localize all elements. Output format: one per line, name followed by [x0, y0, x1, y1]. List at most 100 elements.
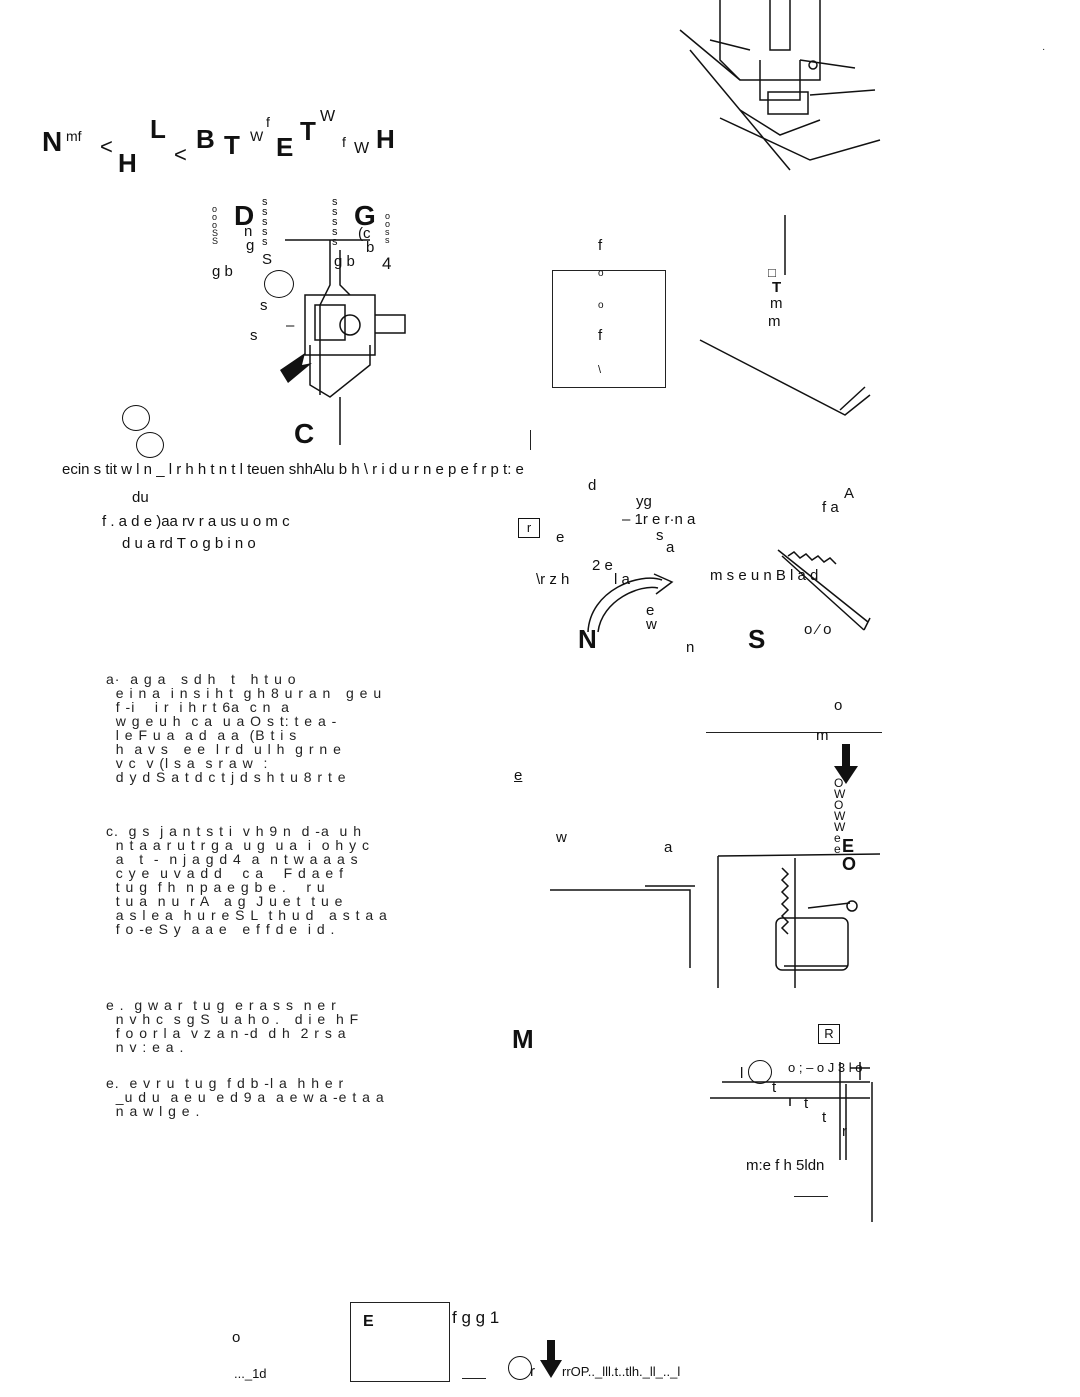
paragraph-a: a· a g a s d h t h t u o e i n a i n s i…: [106, 671, 383, 785]
label-fa: f a: [822, 499, 839, 516]
label-g: g: [246, 237, 255, 254]
label-4: 4: [382, 254, 392, 273]
tick-line: [530, 430, 531, 450]
step-box-R: R: [818, 1024, 840, 1044]
label-ew: e w: [646, 602, 657, 633]
label-D: D: [234, 200, 255, 231]
measure-figure: [710, 1062, 873, 1222]
label-frn: – 1r e r·n a: [622, 511, 696, 528]
heading-glyph: T: [224, 130, 240, 160]
label-box: □: [768, 265, 776, 280]
footer-fgg: f g g 1: [452, 1308, 500, 1327]
paragraph-e2: e. e v r u t u g f d b -l a h h e r _u d…: [106, 1075, 385, 1119]
curved-arrow-icon: [587, 573, 674, 633]
heading-glyph: <: [100, 134, 113, 159]
heading-glyph: E: [276, 132, 294, 162]
label-m: m: [768, 313, 781, 330]
label-f: f: [598, 327, 603, 344]
label-M: M: [512, 1024, 534, 1054]
heading-glyph: <: [174, 142, 187, 167]
heading-glyph: W: [320, 108, 336, 125]
seam-figure: [550, 853, 881, 988]
label-r: r: [842, 1123, 847, 1140]
footer-r: r: [530, 1363, 535, 1380]
label-S: S: [262, 251, 273, 268]
label-m: m: [770, 295, 783, 312]
label-dash: –: [286, 317, 295, 334]
label-w: w: [556, 829, 567, 846]
ocr-d-line: d u a rd T o g b i n o: [122, 535, 256, 552]
label-b: b: [366, 239, 375, 256]
circle-mark: [748, 1060, 772, 1084]
heading-glyph: T: [300, 116, 316, 146]
label-T: T: [772, 279, 782, 296]
folded-fabric-strip: [777, 549, 871, 631]
circle-mark: [264, 270, 294, 298]
label-s: s: [656, 527, 664, 544]
label-a: a: [666, 539, 675, 556]
label-gb-right: g b: [334, 253, 355, 270]
label-f: f: [598, 237, 603, 254]
footer-id: ..._1d: [234, 1366, 267, 1381]
footer-garble: rrOP.._lll.t..tlh._ll_.._l: [562, 1364, 681, 1379]
heading-glyph: W: [354, 140, 370, 157]
circle-mark: [122, 405, 150, 431]
label-c: (c: [358, 225, 371, 242]
label-s: s: [250, 327, 258, 344]
label-E: E: [842, 836, 855, 856]
step-box-r: r: [518, 518, 540, 538]
ornament-stack: O W O W W e e: [834, 776, 846, 856]
label-A: A: [844, 485, 855, 502]
heading-glyph: f: [266, 114, 270, 130]
label-ms: m s e u n B l a d: [710, 567, 819, 584]
circle-mark: [136, 432, 164, 458]
label-e: e: [556, 529, 565, 546]
fabric-panel-figure: [552, 270, 666, 388]
heading-glyph: N: [42, 126, 63, 157]
label-gb-left: g b: [212, 263, 233, 280]
heading-glyph: f: [342, 134, 346, 150]
label-l: l: [740, 1065, 744, 1082]
ocr-d: d: [588, 477, 597, 494]
fold-figure-right: [699, 215, 871, 416]
rule-line: [794, 1196, 828, 1197]
rule-line: [462, 1378, 486, 1379]
label-C: C: [294, 418, 315, 449]
label-m: m: [816, 727, 829, 744]
ornament-stack: o o o S S: [212, 204, 219, 246]
dot-mark: ·: [1042, 44, 1046, 55]
label-n: n: [244, 223, 253, 240]
footer-box-label: E: [363, 1313, 374, 1330]
label-2e: 2 e: [592, 557, 613, 574]
heading-glyph: mf: [66, 128, 82, 144]
paragraph-c: c. g s j a n t s t i v h 9 n d -a u h n …: [106, 823, 388, 937]
label-t: t: [772, 1079, 777, 1096]
ocr-du: du: [132, 489, 149, 506]
heading-glyph: W: [250, 128, 264, 144]
heading-glyph: L: [150, 114, 166, 144]
footer-o: o: [232, 1329, 241, 1346]
pin-icon: e: [514, 767, 523, 784]
label-N: N: [578, 624, 597, 654]
ornament-stack: s s s s s: [332, 196, 338, 248]
ornament-stack: s s s s s: [262, 196, 268, 248]
label-rzh: \r z h: [536, 571, 570, 588]
down-arrow-icon: [540, 1340, 562, 1378]
heading-glyph: H: [376, 124, 395, 154]
ocr-f-line: f . a d e )aa rv r a us u o m c: [102, 513, 290, 530]
presser-foot-diagram: [280, 239, 406, 445]
heading-glyph: H: [118, 148, 137, 178]
ocr-main-line: ecin s tit w l n _ l r h h t n t l teuen…: [62, 461, 524, 478]
rule-line: [706, 732, 882, 733]
label-G: G: [354, 200, 376, 231]
label-a: a: [664, 839, 673, 856]
down-arrow-icon: [834, 744, 858, 784]
label-s: s: [260, 297, 268, 314]
label-o: o: [598, 268, 604, 279]
label-O: O: [842, 854, 857, 874]
caption: m:e f h 5ldn: [746, 1157, 825, 1174]
label-t: t: [822, 1109, 827, 1126]
label-S: S: [748, 624, 766, 654]
label-yg: yg: [636, 493, 652, 510]
sewing-foot-illustration-top: [679, 0, 881, 171]
